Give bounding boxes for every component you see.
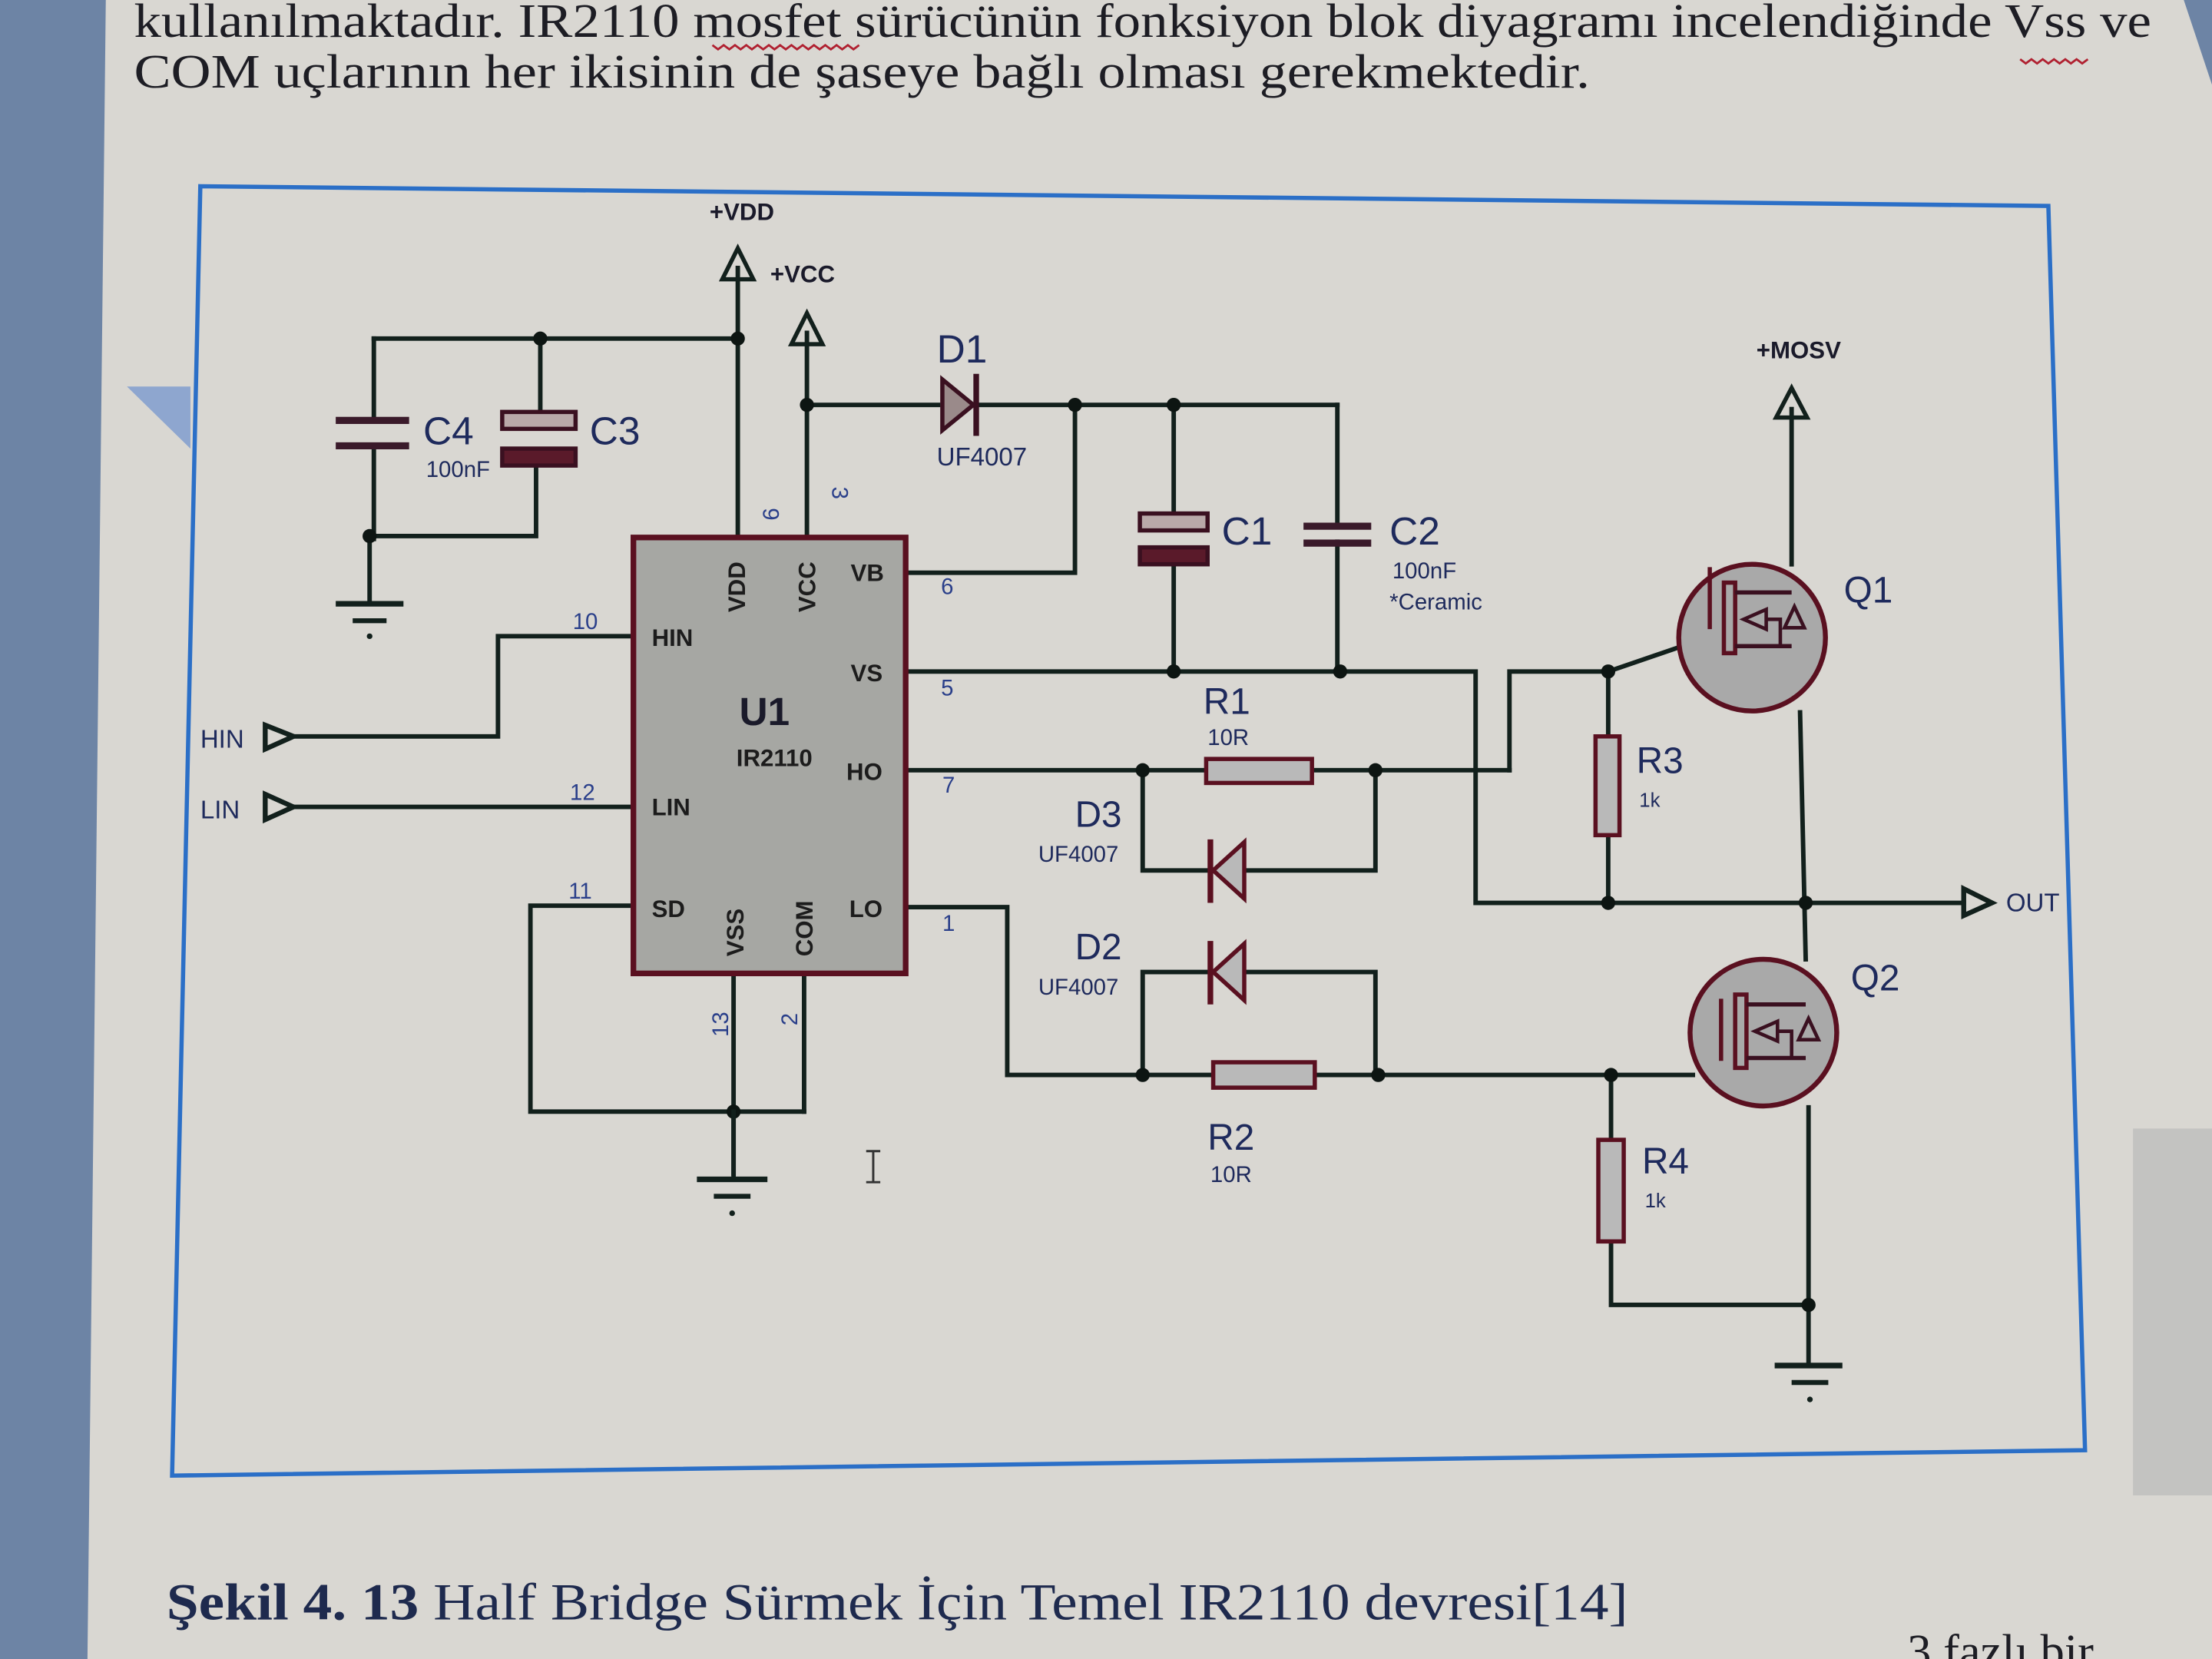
caption-figure-number: Şekil 4. 13 [167, 1573, 419, 1631]
vdd-rail-icon: +VDD [710, 199, 774, 282]
pin-num-vb: 6 [941, 574, 953, 599]
pin-num-lin: 12 [570, 780, 595, 805]
r2-ref: R2 [1207, 1118, 1254, 1158]
vcc-rail-label: +VCC [770, 260, 835, 287]
c3-ref: C3 [590, 409, 641, 453]
diode-d2: D2 UF4007 [1038, 927, 1247, 1005]
document-page [87, 0, 2212, 1659]
figure-frame [170, 184, 2088, 1479]
spellcheck-underline [2019, 58, 2089, 65]
terminal-lin-label: LIN [200, 796, 240, 824]
pin-name-lin: LIN [652, 794, 690, 821]
pin-name-hin: HIN [652, 624, 694, 651]
capacitor-c2: C2 100nF *Ceramic [1303, 508, 1482, 614]
r1-ref: R1 [1204, 681, 1250, 722]
mosfet-q1: Q1 [1676, 561, 1893, 714]
caption-title: Half Bridge Sürmek İçin Temel IR2110 dev… [419, 1573, 1628, 1631]
resistor-r3: R3 1k [1593, 734, 1684, 838]
mosv-rail-icon: +MOSV [1757, 337, 1841, 420]
d2-ref: D2 [1075, 927, 1122, 968]
resistor-r1: R1 10R [1204, 681, 1314, 786]
text-cursor-icon [866, 1150, 881, 1184]
capacitor-c4: C4 100nF [336, 409, 490, 482]
ic-u1: U1 IR2110 HIN LIN SD VB VS HO LO VDD VCC… [568, 487, 955, 1037]
diode-d1: D1 UF4007 [937, 326, 1028, 472]
resistor-r4: R4 1k [1596, 1137, 1689, 1244]
capacitor-c1: C1 [1137, 508, 1273, 567]
vdd-rail-label: +VDD [710, 199, 774, 226]
pin-name-com: COM [791, 900, 818, 956]
pin-name-vb: VB [851, 560, 884, 587]
figure-caption: Şekil 4. 13 Half Bridge Sürmek İçin Teme… [167, 1573, 1628, 1631]
r3-value: 1k [1639, 790, 1660, 812]
pin-name-vss: VSS [722, 909, 749, 956]
pin-name-ho: HO [846, 759, 882, 786]
d3-ref: D3 [1075, 794, 1122, 835]
d3-value: UF4007 [1038, 842, 1119, 867]
diode-d3: D3 UF4007 [1038, 794, 1247, 904]
pin-name-vcc: VCC [794, 561, 821, 612]
ic-ref: U1 [739, 689, 790, 733]
d1-value: UF4007 [937, 443, 1028, 472]
d2-value: UF4007 [1038, 975, 1119, 1000]
d1-ref: D1 [937, 326, 988, 371]
c4-value: 100nF [426, 457, 490, 482]
pin-name-lo: LO [849, 896, 882, 922]
pin-num-vcc: 3 [827, 487, 853, 499]
pin-num-hin: 10 [573, 609, 598, 634]
mosv-rail-label: +MOSV [1757, 337, 1841, 364]
pin-num-vdd: 9 [758, 508, 783, 520]
c1-ref: C1 [1222, 508, 1273, 553]
spellcheck-underline [711, 44, 860, 51]
pin-num-vss: 13 [708, 1012, 733, 1037]
ground-icon [697, 1109, 768, 1217]
pin-name-vs: VS [851, 660, 883, 687]
vcc-rail-icon: +VCC [770, 260, 835, 346]
capacitor-c3: C3 [500, 409, 641, 468]
pin-num-com: 2 [777, 1013, 803, 1025]
junction-nodes [363, 331, 1816, 1313]
pin-name-vdd: VDD [724, 561, 750, 612]
wires [293, 266, 1966, 1364]
terminal-hin-label: HIN [200, 725, 244, 753]
terminal-out: OUT [1961, 884, 2060, 920]
scrollbar-area[interactable] [2133, 1128, 2212, 1495]
terminal-lin: LIN [200, 790, 300, 824]
q2-ref: Q2 [1851, 958, 1900, 998]
margin-marker-icon [127, 386, 190, 449]
next-line-fragment: 3 fazlı bir [1907, 1624, 2094, 1659]
r3-ref: R3 [1637, 741, 1684, 782]
pin-num-sd: 11 [568, 879, 592, 904]
ground-icon [336, 601, 404, 640]
q1-ref: Q1 [1844, 570, 1893, 611]
r1-value: 10R [1207, 725, 1249, 750]
terminal-hin: HIN [200, 721, 300, 753]
pin-num-ho: 7 [942, 773, 955, 798]
r2-value: 10R [1210, 1162, 1252, 1187]
r4-value: 1k [1645, 1190, 1666, 1212]
ground-icon [1774, 1363, 1843, 1402]
pin-num-vs: 5 [941, 676, 953, 701]
c2-value: 100nF [1392, 558, 1456, 584]
c4-ref: C4 [423, 409, 474, 453]
r4-ref: R4 [1642, 1141, 1689, 1182]
paragraph-line-1: kullanılmaktadır. IR2110 mosfet sürücünü… [134, 0, 2151, 48]
c2-note: *Ceramic [1389, 589, 1482, 614]
ic-part-number: IR2110 [737, 744, 813, 771]
pin-num-lo: 1 [942, 911, 955, 936]
pin-name-sd: SD [652, 896, 685, 922]
paragraph-line-2: COM uçlarının her ikisinin de şaseye bağ… [134, 45, 1590, 98]
resistor-r2: R2 10R [1207, 1060, 1317, 1187]
mosfet-q2: Q2 [1687, 956, 1900, 1109]
terminal-out-label: OUT [2006, 889, 2060, 918]
c2-ref: C2 [1389, 508, 1440, 553]
